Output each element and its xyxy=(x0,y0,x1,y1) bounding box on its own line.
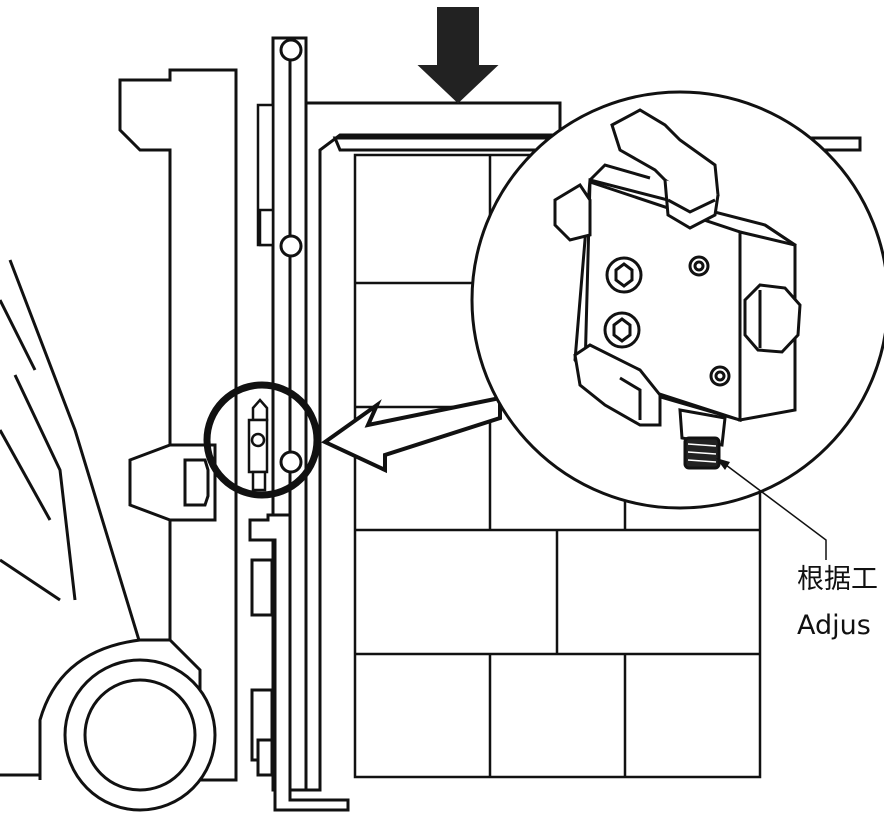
detail-circle-small xyxy=(203,381,321,499)
callout-connector xyxy=(321,395,502,474)
carriage xyxy=(248,513,350,812)
forklift-body xyxy=(118,68,238,782)
callout-label-cn: 根据工 xyxy=(797,564,878,595)
valve-small xyxy=(247,398,269,492)
down-arrow-icon xyxy=(417,7,499,104)
leader-arrowhead xyxy=(716,458,730,470)
leader-line xyxy=(721,461,827,560)
callout-label-en: Adjus xyxy=(797,610,871,641)
magnified-view xyxy=(470,90,884,510)
seat-back xyxy=(0,259,147,661)
wheel xyxy=(0,638,217,812)
